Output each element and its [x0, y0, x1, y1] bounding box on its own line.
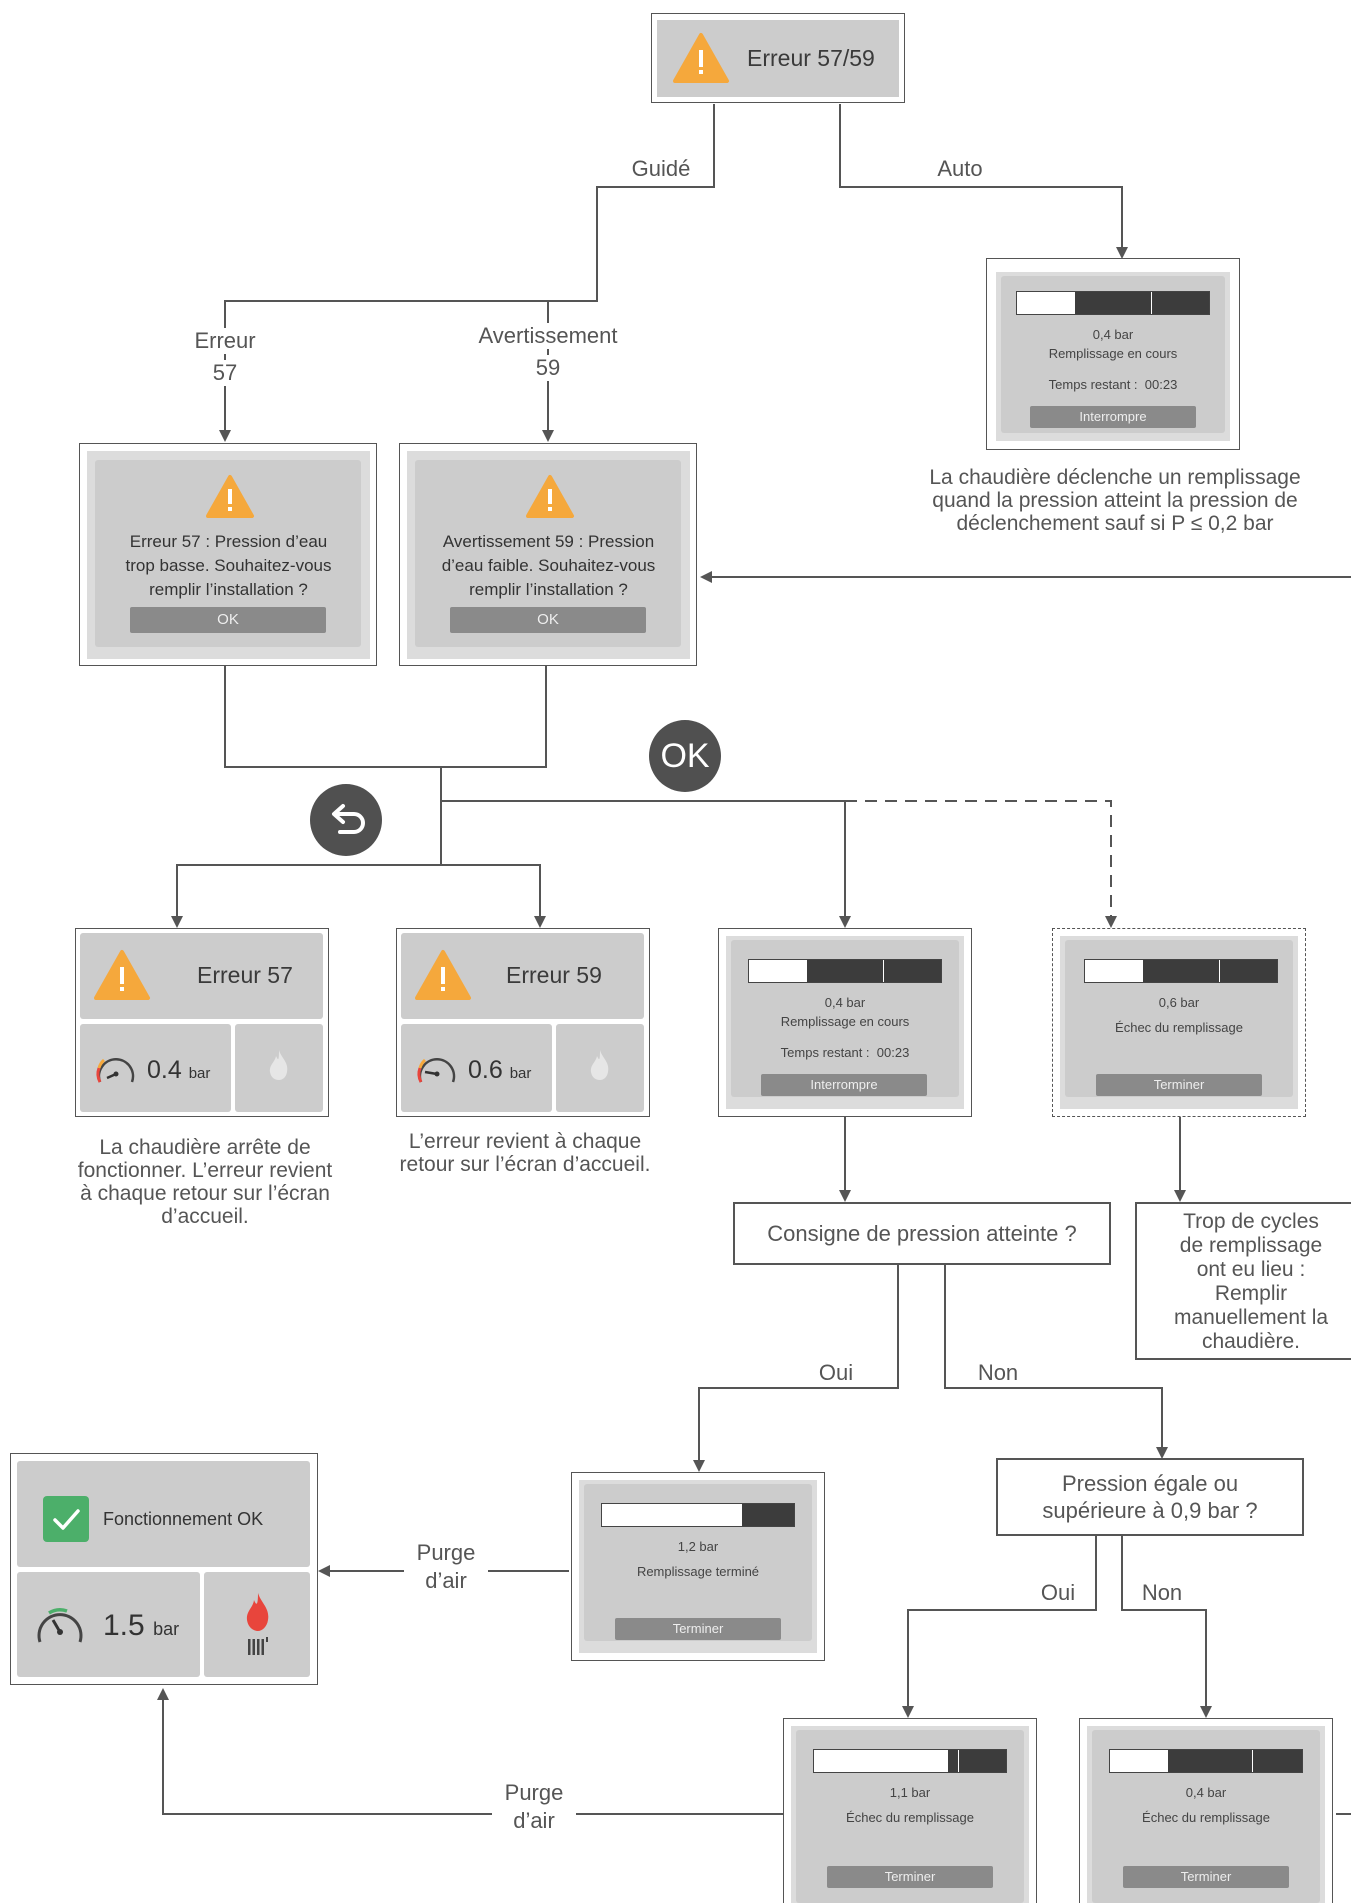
edge-guide — [219, 104, 715, 442]
fail04-progress-bar — [1109, 1749, 1303, 1773]
top-error-title: Erreur 57/59 — [747, 45, 875, 71]
auto-time: Temps restant : 00:23 — [1048, 377, 1178, 392]
back-circle — [310, 784, 382, 856]
fail11-progress-bar — [813, 1749, 1007, 1773]
edge-ok — [441, 800, 851, 928]
edge-oui2 — [902, 1535, 1097, 1718]
consigne-question: Consigne de pression atteinte ? — [733, 1202, 1111, 1265]
warning-icon — [206, 475, 254, 518]
fail11-panel: 1,1 bar Échec du remplissage Terminer — [791, 1726, 1029, 1903]
fail-progress-bar — [1084, 959, 1278, 983]
fill-pressure: 0,4 bar — [824, 995, 866, 1010]
auto-status: Remplissage en cours — [1048, 346, 1178, 361]
fail04-finish-button[interactable]: Terminer — [1123, 1866, 1289, 1888]
fail11-pressure: 1,1 bar — [889, 1785, 931, 1800]
fill-progress-bar — [748, 959, 942, 983]
fail-panel: 0,6 bar Échec du remplissage Terminer — [1060, 936, 1298, 1109]
back-arrow-icon — [332, 804, 365, 834]
fail-pressure: 0,6 bar — [1158, 995, 1200, 1010]
radiator-icon — [248, 1637, 268, 1655]
edge-label-erreur57-1: Erreur — [185, 328, 265, 354]
ok-title: Fonctionnement OK — [103, 1509, 264, 1529]
edge-oui1 — [693, 1264, 899, 1472]
home57-panel: Erreur 57 0.4 bar — [79, 932, 325, 1113]
gauge-icon — [96, 1058, 135, 1083]
flame-icon — [590, 1050, 609, 1080]
fail04-panel: 0,4 bar Échec du remplissage Terminer — [1087, 1726, 1325, 1903]
done-status: Remplissage terminé — [636, 1564, 760, 1579]
fail11-status: Échec du remplissage — [846, 1810, 974, 1825]
top-error-panel: Erreur 57/59 — [657, 20, 899, 97]
auto-pressure: 0,4 bar — [1092, 327, 1134, 342]
fail-status: Échec du remplissage — [1115, 1020, 1243, 1035]
edge-label-non1: Non — [970, 1360, 1026, 1386]
edge-purge2 — [157, 1688, 783, 1815]
dialog57-ok-button[interactable]: OK — [130, 607, 326, 633]
edge-label-erreur57-2: 57 — [205, 360, 245, 386]
dialog59-ok-button[interactable]: OK — [450, 607, 646, 633]
gauge-icon — [37, 1608, 83, 1643]
edge-back-59 — [441, 864, 546, 928]
warning-icon — [526, 475, 574, 518]
warning-icon — [94, 950, 150, 1000]
fail04-pressure: 0,4 bar — [1185, 1785, 1227, 1800]
edge-non2 — [1121, 1535, 1212, 1718]
fail11-finish-button[interactable]: Terminer — [827, 1866, 993, 1888]
check-icon — [43, 1496, 89, 1542]
auto-progress-bar — [1016, 291, 1210, 315]
edge-non1 — [944, 1264, 1168, 1459]
home57-title: Erreur 57 — [197, 962, 293, 988]
edge-auto — [839, 104, 1128, 259]
home59-title: Erreur 59 — [506, 962, 602, 988]
edge-label-avert59-1: Avertissement — [468, 323, 628, 349]
done-pressure: 1,2 bar — [677, 1539, 719, 1554]
fill-interrupt-button[interactable]: Interrompre — [761, 1074, 927, 1096]
fail-finish-button[interactable]: Terminer — [1096, 1074, 1262, 1096]
fail04-status: Échec du remplissage — [1142, 1810, 1270, 1825]
done-panel: 1,2 bar Remplissage terminé Terminer — [579, 1480, 817, 1653]
edge-ok-dashed — [845, 800, 1117, 928]
ok-pressure: 1.5 bar — [103, 1609, 180, 1642]
gauge-icon — [417, 1058, 456, 1083]
ok-panel: Fonctionnement OK 1.5 bar — [14, 1457, 314, 1681]
home59-pressure: 0.6 bar — [468, 1056, 532, 1084]
edge-label-avert59-2: 59 — [528, 355, 568, 381]
auto-interrupt-button[interactable]: Interrompre — [1030, 406, 1196, 428]
home59-panel: Erreur 59 0.6 bar — [400, 932, 646, 1113]
warning-icon — [673, 33, 729, 83]
flame-icon — [246, 1593, 269, 1631]
home57-pressure: 0.4 bar — [147, 1056, 211, 1084]
fill-time: Temps restant : 00:23 — [780, 1045, 910, 1060]
done-progress-bar — [601, 1503, 795, 1527]
edge-label-oui1: Oui — [810, 1360, 862, 1386]
fill-panel: 0,4 bar Remplissage en cours Temps resta… — [726, 936, 964, 1109]
done-finish-button[interactable]: Terminer — [615, 1618, 781, 1640]
edge-label-oui2: Oui — [1032, 1580, 1084, 1606]
ok-circle: OK — [649, 720, 721, 792]
fill-status: Remplissage en cours — [780, 1014, 910, 1029]
auto-fill-panel: 0,4 bar Remplissage en cours Temps resta… — [996, 272, 1230, 441]
edge-label-non2: Non — [1134, 1580, 1190, 1606]
edge-label-auto: Auto — [930, 156, 990, 182]
flame-icon — [269, 1050, 288, 1080]
warning-icon — [415, 950, 471, 1000]
edge-label-guide: Guidé — [626, 156, 696, 182]
edge-back-57 — [171, 864, 441, 928]
